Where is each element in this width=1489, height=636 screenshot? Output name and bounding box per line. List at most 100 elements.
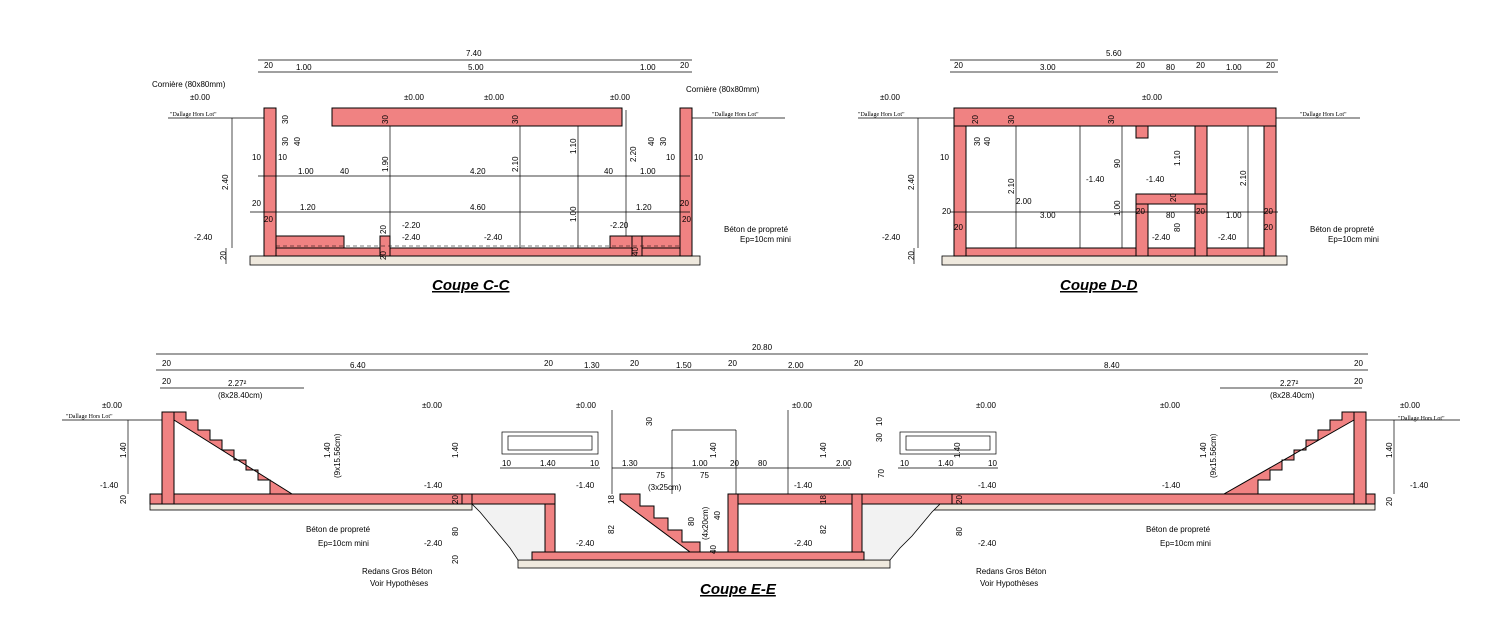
dd-beton-label: Béton de propreté (1310, 225, 1375, 234)
cc-ep-label: Ep=10cm mini (740, 235, 791, 244)
dd-left-wall (953, 107, 967, 257)
ee-vert-2: 1.40 (451, 442, 460, 458)
dd-notch (1135, 125, 1149, 139)
ee-level-m140-f: -1.40 (1162, 481, 1181, 490)
cc-corniere-right: Cornière (80x80mm) (686, 85, 760, 94)
ee-box-4: 1.40 (938, 459, 954, 468)
ee-mid-slab-b (737, 493, 853, 505)
ee-level-m240-b: -2.40 (576, 539, 595, 548)
ee-small-4: 18 (819, 495, 828, 504)
dd-mid-beam (1135, 193, 1208, 205)
dd-lower-2: 20 (1136, 207, 1145, 216)
title-coupe-cc: Coupe C-C (432, 277, 511, 294)
cc-lower-2: 1.20 (636, 203, 652, 212)
dd-small-4: 30 (1107, 115, 1116, 124)
ee-gros-beton-right (861, 503, 941, 561)
ee-left-stair (173, 411, 294, 495)
dd-lower-1: 3.00 (1040, 211, 1056, 220)
ee-slab-left (149, 493, 463, 505)
ee-level-0-g: ±0.00 (1400, 401, 1421, 410)
cc-level-0-d: ±0.00 (610, 93, 631, 102)
cc-inner-4: 1.00 (640, 167, 656, 176)
cc-left-curb (275, 235, 345, 249)
dd-side-0: 20 (942, 207, 951, 216)
ee-vert-8: 80 (451, 527, 460, 536)
dd-level-m240-left: -2.40 (882, 233, 901, 242)
ee-vert-16: 70 (877, 469, 886, 478)
cc-top-3: 1.00 (640, 63, 656, 72)
ee-top-8: 20 (854, 359, 863, 368)
cc-level-m240-b: -2.40 (484, 233, 503, 242)
ee-inner-stair (619, 493, 701, 553)
ee-box-5: 10 (988, 459, 997, 468)
dd-top-5: 1.00 (1226, 63, 1242, 72)
ee-right-stair (1222, 411, 1355, 495)
ee-stair-steps-left: (8x28.40cm) (218, 391, 263, 400)
cc-top-4: 20 (680, 61, 689, 70)
ee-lean-left (149, 503, 473, 511)
ee-level-0-c: ±0.00 (576, 401, 597, 410)
section-dd (858, 59, 1360, 266)
cc-small-12: 20 (379, 251, 388, 260)
dd-level-m240-a: -2.40 (1152, 233, 1171, 242)
ee-box-2: 10 (590, 459, 599, 468)
cc-inner-2: 4.20 (470, 167, 486, 176)
dd-level-0-b: ±0.00 (1142, 93, 1163, 102)
dd-level-m240-b: -2.40 (1218, 233, 1237, 242)
dd-level-m140-a: -1.40 (1086, 175, 1105, 184)
ee-stair-len-right: 2.27² (1280, 379, 1299, 388)
ee-level-0-d: ±0.00 (792, 401, 813, 410)
cc-level-0-a: ±0.00 (190, 93, 211, 102)
section-ee (62, 353, 1460, 569)
ee-top-7: 2.00 (788, 361, 804, 370)
ee-trench-left-wall (461, 493, 473, 505)
dd-total: 5.60 (1106, 49, 1122, 58)
ee-small-5: 20 (451, 495, 460, 504)
cc-inner-1: 40 (340, 167, 349, 176)
cc-height: 2.40 (221, 174, 230, 190)
ee-vert-14: 30 (875, 433, 884, 442)
title-coupe-ee: Coupe E-E (700, 581, 777, 598)
dd-top-4: 20 (1196, 61, 1205, 70)
cc-side-2: 20 (680, 199, 689, 208)
ee-vert-1: 1.40 (323, 442, 332, 458)
dd-dallage-left: "Dallage Hors Lot" (858, 112, 905, 118)
cc-vert-1: 2.10 (511, 156, 520, 172)
dd-side-2: 20 (1264, 223, 1273, 232)
ee-top-1: 6.40 (350, 361, 366, 370)
ee-box-0: 10 (502, 459, 511, 468)
dd-lower-5: 1.00 (1226, 211, 1242, 220)
cc-small-13: 40 (631, 247, 640, 256)
cc-right-wall (679, 107, 693, 257)
ee-mid-3: 1.00 (692, 459, 708, 468)
ee-voir-right: Voir Hypothèses (980, 579, 1038, 588)
cc-total: 7.40 (466, 49, 482, 58)
dd-right-wall (1263, 107, 1277, 257)
cc-vert-3: 1.00 (569, 206, 578, 222)
ee-mid-6: 2.00 (836, 459, 852, 468)
labels: Coupe C-C Coupe D-D Coupe E-E Cornière (… (66, 49, 1445, 598)
cc-small-8: 10 (694, 153, 703, 162)
ee-pit-wall-3 (851, 493, 863, 561)
dd-vert-5: 80 (1173, 223, 1182, 232)
ee-stair-steps-right: (8x28.40cm) (1270, 391, 1315, 400)
cc-small-14: 20 (379, 225, 388, 234)
dd-small-7: 20 (971, 115, 980, 124)
dd-top-2: 20 (1136, 61, 1145, 70)
cc-small-11: 20 (219, 251, 228, 260)
dd-dallage-right: "Dallage Hors Lot" (1300, 112, 1347, 118)
ee-mid-5: 80 (758, 459, 767, 468)
ee-top-4: 20 (630, 359, 639, 368)
title-coupe-dd: Coupe D-D (1060, 277, 1138, 294)
dd-small-3: 30 (1007, 115, 1016, 124)
cc-inner-3: 40 (604, 167, 613, 176)
cc-inner-0: 1.00 (298, 167, 314, 176)
cc-vert-0: 1.90 (381, 156, 390, 172)
ee-vert-0: 1.40 (119, 442, 128, 458)
cc-vert-2: 1.10 (569, 138, 578, 154)
ee-level-0-a: ±0.00 (102, 401, 123, 410)
ee-small-2: 20 (119, 495, 128, 504)
cc-left-wall (263, 107, 277, 257)
dd-small-0: 10 (940, 153, 949, 162)
dd-top-0: 20 (954, 61, 963, 70)
